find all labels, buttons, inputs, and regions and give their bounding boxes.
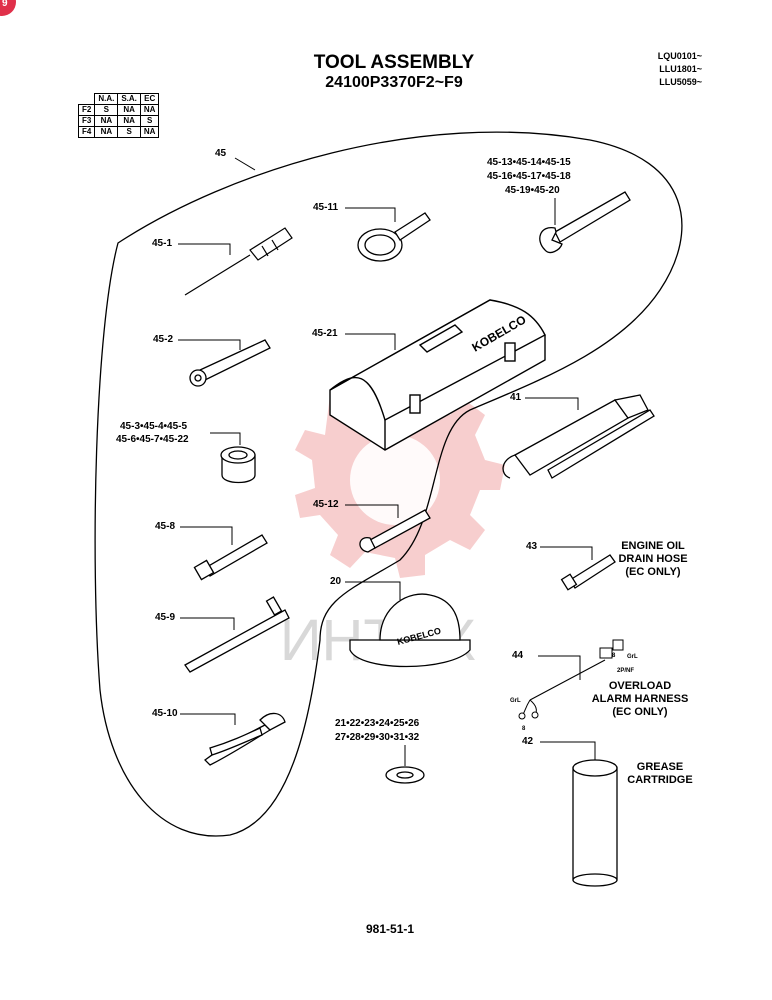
callout-45-13-line1: 45-13•45-14•45-15 [487, 157, 571, 168]
part-number: 24100P3370F2~F9 [325, 74, 463, 91]
grease-cartridge-label: GREASE CARTRIDGE [620, 761, 700, 787]
spec-table-row: F4 NA S NA [77, 126, 160, 138]
spec-cell: NA [139, 126, 160, 138]
leader-20 [345, 581, 401, 600]
drain-hose-icon [560, 554, 616, 591]
spec-cell: S [139, 115, 160, 127]
spec-row-code: F2 [77, 104, 96, 116]
spec-table: N.A. S.A. EC F2 S NA NA F3 NA NA S F4 NA… [77, 93, 160, 138]
leader-45-2 [178, 339, 241, 350]
page-reference: 981-51-1 [366, 922, 415, 936]
callout-45-3-line1: 45-3•45-4•45-5 [120, 421, 188, 432]
ratchet-handle-icon [189, 339, 271, 387]
toolbox-icon [329, 299, 546, 451]
spec-cell: S [117, 126, 141, 138]
leader-43 [540, 546, 593, 560]
leader-45-8 [180, 526, 233, 545]
callout-45-2: 45-2 [153, 334, 174, 345]
desc-line: OVERLOAD [608, 680, 672, 692]
harness-tag-5: 8 [522, 726, 526, 732]
strap-wrench-icon [357, 212, 431, 262]
engine-oil-drain-hose-label: ENGINE OIL DRAIN HOSE (EC ONLY) [608, 540, 698, 579]
callout-43: 43 [526, 541, 538, 552]
extension-bar-icon [193, 534, 268, 581]
desc-line: GREASE [636, 761, 684, 773]
desc-line: ALARM HARNESS [591, 693, 689, 705]
desc-line: (EC ONLY) [612, 706, 668, 718]
callout-41: 41 [510, 392, 522, 403]
leader-42 [540, 741, 596, 760]
desc-line: DRAIN HOSE [618, 553, 688, 565]
pliers-icon [204, 712, 286, 766]
harness-tag-3: 2P/NF [617, 668, 634, 674]
callout-45-11: 45-11 [313, 202, 339, 213]
overload-alarm-harness-label: OVERLOAD ALARM HARNESS (EC ONLY) [585, 680, 695, 719]
desc-line: ENGINE OIL [621, 540, 685, 552]
callout-20: 20 [330, 576, 342, 587]
desc-line: (EC ONLY) [625, 566, 681, 578]
leader-45-9 [180, 617, 235, 630]
serial-3: LLU5059~ [659, 77, 702, 87]
kit-outline [94, 131, 683, 837]
spec-cell: NA [94, 126, 119, 138]
page-title: TOOL ASSEMBLY [313, 52, 475, 73]
leader-45-10 [180, 713, 236, 725]
callout-45-13-line2: 45-16•45-17•45-18 [487, 171, 571, 182]
callout-45-21: 45-21 [312, 328, 338, 339]
adjustable-wrench-icon [359, 509, 431, 553]
open-end-wrench-icon [539, 191, 631, 254]
callout-45-13-line3: 45-19•45-20 [505, 185, 560, 196]
callout-44: 44 [512, 650, 524, 661]
callout-21-line1: 21•22•23•24•25•26 [335, 718, 420, 729]
callout-45-1: 45-1 [152, 238, 173, 249]
callout-45-9: 45-9 [155, 612, 176, 623]
washer-icon [385, 766, 425, 784]
callout-42: 42 [522, 736, 534, 747]
t-handle-bar-icon [184, 596, 290, 673]
serial-1: LQU0101~ [657, 51, 702, 61]
callout-45-10: 45-10 [152, 708, 178, 719]
leader-41 [525, 397, 579, 410]
callout-21-line2: 27•28•29•30•31•32 [335, 732, 420, 743]
leader-45-1 [178, 243, 231, 255]
grease-cartridge-icon [572, 759, 618, 887]
leader-45-21 [345, 333, 396, 350]
spec-row-code: F4 [77, 126, 96, 138]
screwdriver-icon [184, 227, 293, 296]
socket-icon [220, 446, 256, 484]
spec-table-row: F2 S NA NA [77, 104, 160, 116]
callout-45-12: 45-12 [313, 499, 339, 510]
alarm-harness-icon [518, 639, 624, 720]
grease-gun-icon [502, 394, 655, 479]
leader-44 [538, 655, 581, 680]
desc-line: CARTRIDGE [627, 774, 693, 786]
leader-45-11 [345, 207, 396, 222]
harness-tag-4: GrL [510, 698, 521, 704]
harness-tag-2: GrL [627, 654, 638, 660]
callout-45-3-line2: 45-6•45-7•45-22 [116, 434, 189, 445]
corner-badge-text: 9 [2, 0, 8, 9]
leader-45-3 [210, 432, 241, 445]
serial-2: LLU1801~ [659, 64, 702, 74]
leader-45 [234, 157, 256, 171]
callout-45: 45 [215, 148, 227, 159]
harness-tag-1: 8 [612, 653, 616, 659]
watermark-gear-hole [350, 435, 440, 525]
callout-45-8: 45-8 [155, 521, 176, 532]
leader-45-12 [345, 504, 399, 518]
cap-icon [349, 593, 471, 668]
